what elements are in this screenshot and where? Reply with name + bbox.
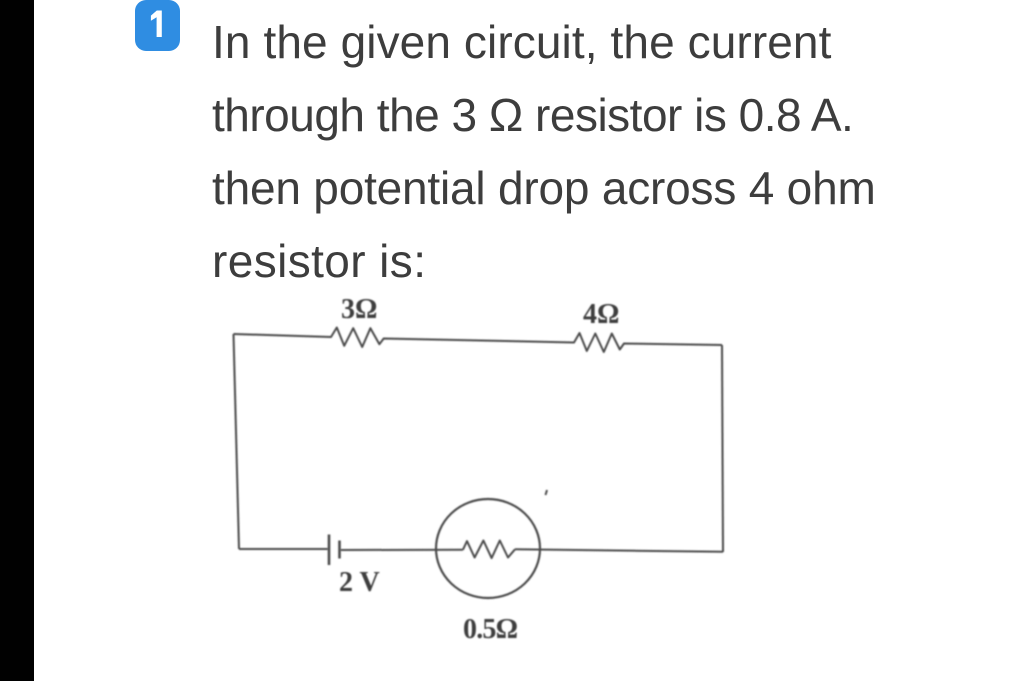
svg-text:4Ω: 4Ω	[583, 299, 619, 330]
svg-text:2 V: 2 V	[339, 567, 380, 598]
svg-text:3Ω: 3Ω	[341, 294, 377, 325]
svg-text:0.5Ω: 0.5Ω	[463, 614, 518, 645]
